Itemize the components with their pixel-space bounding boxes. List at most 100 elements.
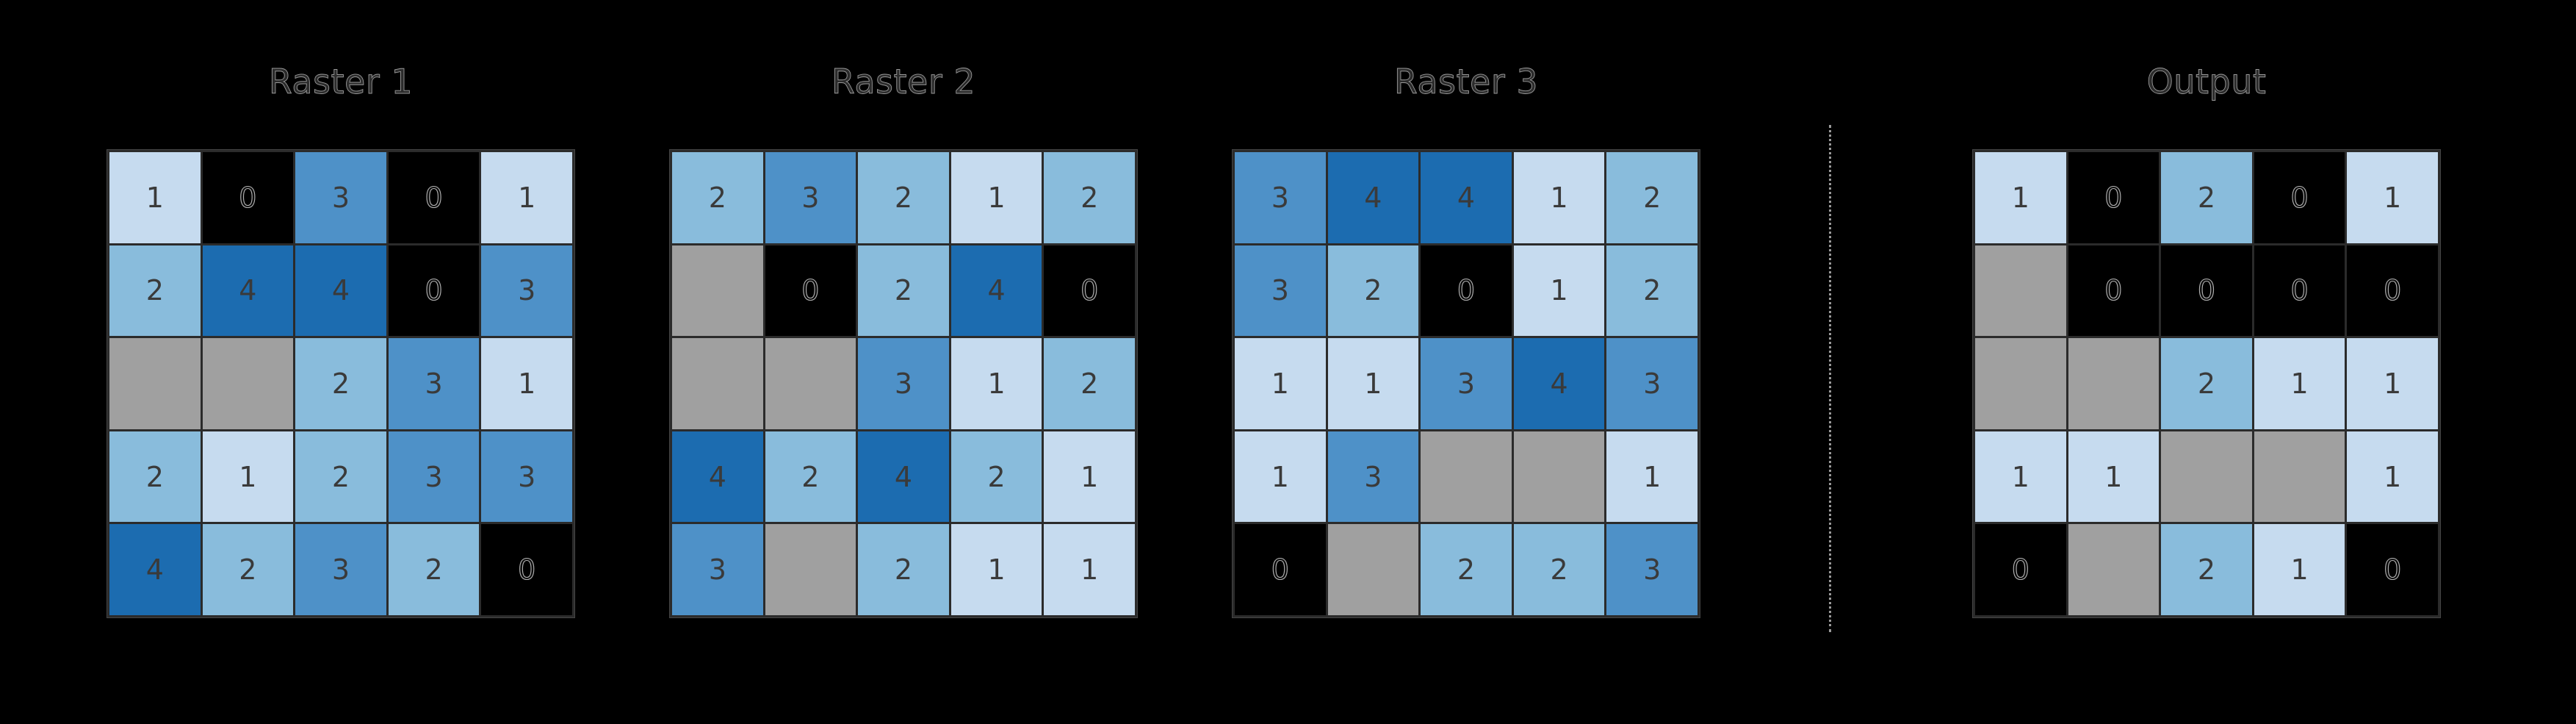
raster-cell: 2 [1606, 152, 1698, 243]
raster-cell [2068, 524, 2160, 615]
raster-cell: 2 [1327, 245, 1419, 337]
raster-cell [2254, 431, 2345, 523]
raster-cell: 3 [1606, 338, 1698, 429]
raster-cell: 0 [2347, 245, 2438, 337]
raster-cell: 3 [672, 524, 763, 615]
raster-cell: 3 [388, 431, 480, 523]
raster-cell: 0 [1044, 245, 1135, 337]
raster-cell: 1 [950, 524, 1042, 615]
panel-title-output: Output [2146, 62, 2267, 101]
raster-cell: 2 [1044, 152, 1135, 243]
raster-cell: 1 [2254, 338, 2345, 429]
raster-cell: 0 [388, 152, 480, 243]
raster-cell: 1 [202, 431, 294, 523]
raster-cell: 0 [2068, 152, 2160, 243]
raster-cell: 4 [295, 245, 386, 337]
raster-cell [2161, 431, 2252, 523]
raster-cell: 1 [2347, 338, 2438, 429]
input-output-divider [1829, 125, 1831, 632]
raster-cell: 1 [2347, 431, 2438, 523]
raster-cell: 2 [388, 524, 480, 615]
raster-cell: 1 [481, 152, 572, 243]
raster-cell: 1 [1513, 152, 1605, 243]
raster-cell [1327, 524, 1419, 615]
raster-cell: 2 [1044, 338, 1135, 429]
raster-cell [1513, 431, 1605, 523]
raster-cell: 3 [1606, 524, 1698, 615]
raster-cell [765, 338, 856, 429]
raster-cell [672, 245, 763, 337]
raster-cell [2068, 338, 2160, 429]
panel-title-raster-1: Raster 1 [268, 62, 414, 101]
raster-cell: 3 [858, 338, 949, 429]
raster-cell: 2 [1513, 524, 1605, 615]
raster-cell: 1 [950, 338, 1042, 429]
raster-cell: 1 [1513, 245, 1605, 337]
raster-cell [1421, 431, 1512, 523]
raster-cell: 0 [1235, 524, 1326, 615]
raster-cell: 3 [1235, 152, 1326, 243]
raster-cell: 1 [1327, 338, 1419, 429]
raster-cell: 3 [765, 152, 856, 243]
raster-cell: 1 [950, 152, 1042, 243]
raster-cell: 1 [1044, 431, 1135, 523]
raster-cell: 4 [672, 431, 763, 523]
raster-cell: 4 [858, 431, 949, 523]
raster-cell: 1 [1235, 338, 1326, 429]
raster-cell: 1 [481, 338, 572, 429]
raster-cell: 2 [858, 152, 949, 243]
raster-cell: 0 [388, 245, 480, 337]
raster-cell: 0 [481, 524, 572, 615]
raster-cell: 1 [1975, 152, 2066, 243]
raster-cell: 2 [109, 245, 201, 337]
raster-cell: 4 [1421, 152, 1512, 243]
raster-cell: 0 [2347, 524, 2438, 615]
raster-cell: 1 [109, 152, 201, 243]
raster-cell: 4 [202, 245, 294, 337]
raster-cell: 2 [2161, 152, 2252, 243]
raster-cell: 2 [295, 338, 386, 429]
raster-cell: 1 [2254, 524, 2345, 615]
raster-cell: 2 [1421, 524, 1512, 615]
raster-cell: 2 [295, 431, 386, 523]
raster-cell: 3 [295, 152, 386, 243]
raster-cell [672, 338, 763, 429]
raster-cell: 2 [2161, 524, 2252, 615]
panel-title-raster-2: Raster 2 [831, 62, 976, 101]
raster-cell: 0 [2254, 152, 2345, 243]
raster-cell: 1 [2068, 431, 2160, 523]
raster-cell [202, 338, 294, 429]
raster-cell: 4 [109, 524, 201, 615]
raster-cell: 2 [858, 245, 949, 337]
raster-cell: 0 [765, 245, 856, 337]
raster-cell: 0 [2161, 245, 2252, 337]
raster-cell [1975, 338, 2066, 429]
raster-cell: 4 [1327, 152, 1419, 243]
raster-cell [1975, 245, 2066, 337]
raster-cell [765, 524, 856, 615]
raster-cell: 0 [2254, 245, 2345, 337]
raster-cell: 2 [765, 431, 856, 523]
raster-cell: 1 [1044, 524, 1135, 615]
raster-cell: 0 [2068, 245, 2160, 337]
raster-cell: 1 [1975, 431, 2066, 523]
raster-cell: 2 [858, 524, 949, 615]
raster-cell: 2 [1606, 245, 1698, 337]
raster-cell: 4 [1513, 338, 1605, 429]
raster-cell: 3 [481, 431, 572, 523]
raster-cell: 3 [1235, 245, 1326, 337]
panel-title-raster-3: Raster 3 [1393, 62, 1539, 101]
raster-cell: 2 [202, 524, 294, 615]
raster-cell: 4 [950, 245, 1042, 337]
raster-cell: 1 [1606, 431, 1698, 523]
raster-cell: 2 [2161, 338, 2252, 429]
raster-cell: 1 [2347, 152, 2438, 243]
raster-cell: 3 [1421, 338, 1512, 429]
raster-cell [109, 338, 201, 429]
raster-cell: 3 [481, 245, 572, 337]
